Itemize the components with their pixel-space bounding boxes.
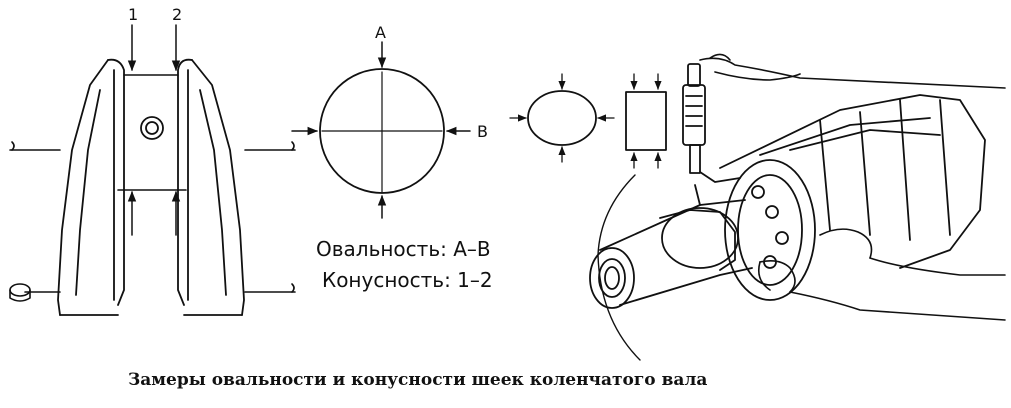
oil-plug <box>9 283 31 302</box>
micrometer-tool <box>682 63 741 206</box>
crankshaft-journal-diagram: 1 2 <box>9 5 296 316</box>
hands <box>699 53 1006 321</box>
ovality-circle-diagram: A B Овальность: A–B Конусность: 1–2 <box>291 23 493 292</box>
figure-caption: Замеры овальности и конусности шеек коле… <box>128 370 708 390</box>
ovality-formula: Овальность: A–B <box>316 237 491 261</box>
right-crank-web <box>177 58 245 316</box>
shaft-lines <box>9 141 296 293</box>
journal-cross-section <box>319 68 445 194</box>
crankshaft-body <box>719 94 986 301</box>
label-a: A <box>375 23 386 42</box>
left-crank-web <box>57 58 125 316</box>
label-2: 2 <box>172 5 182 24</box>
label-b: B <box>477 122 488 141</box>
label-1: 1 <box>128 5 138 24</box>
callout-arc <box>597 174 641 361</box>
taper-schematic <box>625 73 667 169</box>
taper-formula: Конусность: 1–2 <box>322 268 493 292</box>
oil-hole <box>140 116 164 140</box>
journal-body <box>117 74 187 191</box>
oval-schematic <box>509 73 615 163</box>
micrometer-illustration <box>509 53 1006 361</box>
measurement-arrows <box>127 24 181 236</box>
